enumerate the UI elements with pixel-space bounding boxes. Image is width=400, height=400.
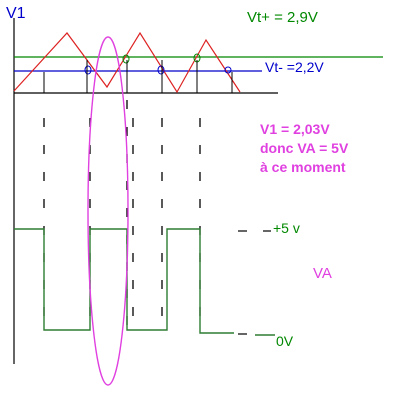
annotation-line-2: donc VA = 5V [260, 140, 349, 156]
tick-marks [43, 60, 233, 93]
plus5-label: +5 v [273, 220, 300, 236]
vt-minus-label: Vt- =2,2V [265, 59, 324, 75]
crossing-marker [224, 66, 232, 74]
annotation-line-3: à ce moment [260, 159, 346, 175]
crossing-marker [84, 65, 92, 75]
v1-label: V1 [6, 5, 26, 22]
crossing-marker [157, 65, 165, 75]
vt-plus-label: Vt+ = 2,9V [247, 9, 318, 26]
va-label: VA [313, 265, 332, 282]
annotation-note: V1 = 2,03V donc VA = 5V à ce moment [260, 120, 348, 177]
zero-volt-label: 0V [276, 333, 294, 349]
dashed-guides [43, 100, 201, 330]
highlight-ellipse [87, 36, 129, 386]
triangle-wave [13, 31, 241, 94]
annotation-line-1: V1 = 2,03V [260, 121, 330, 137]
crossing-marker [122, 54, 130, 64]
